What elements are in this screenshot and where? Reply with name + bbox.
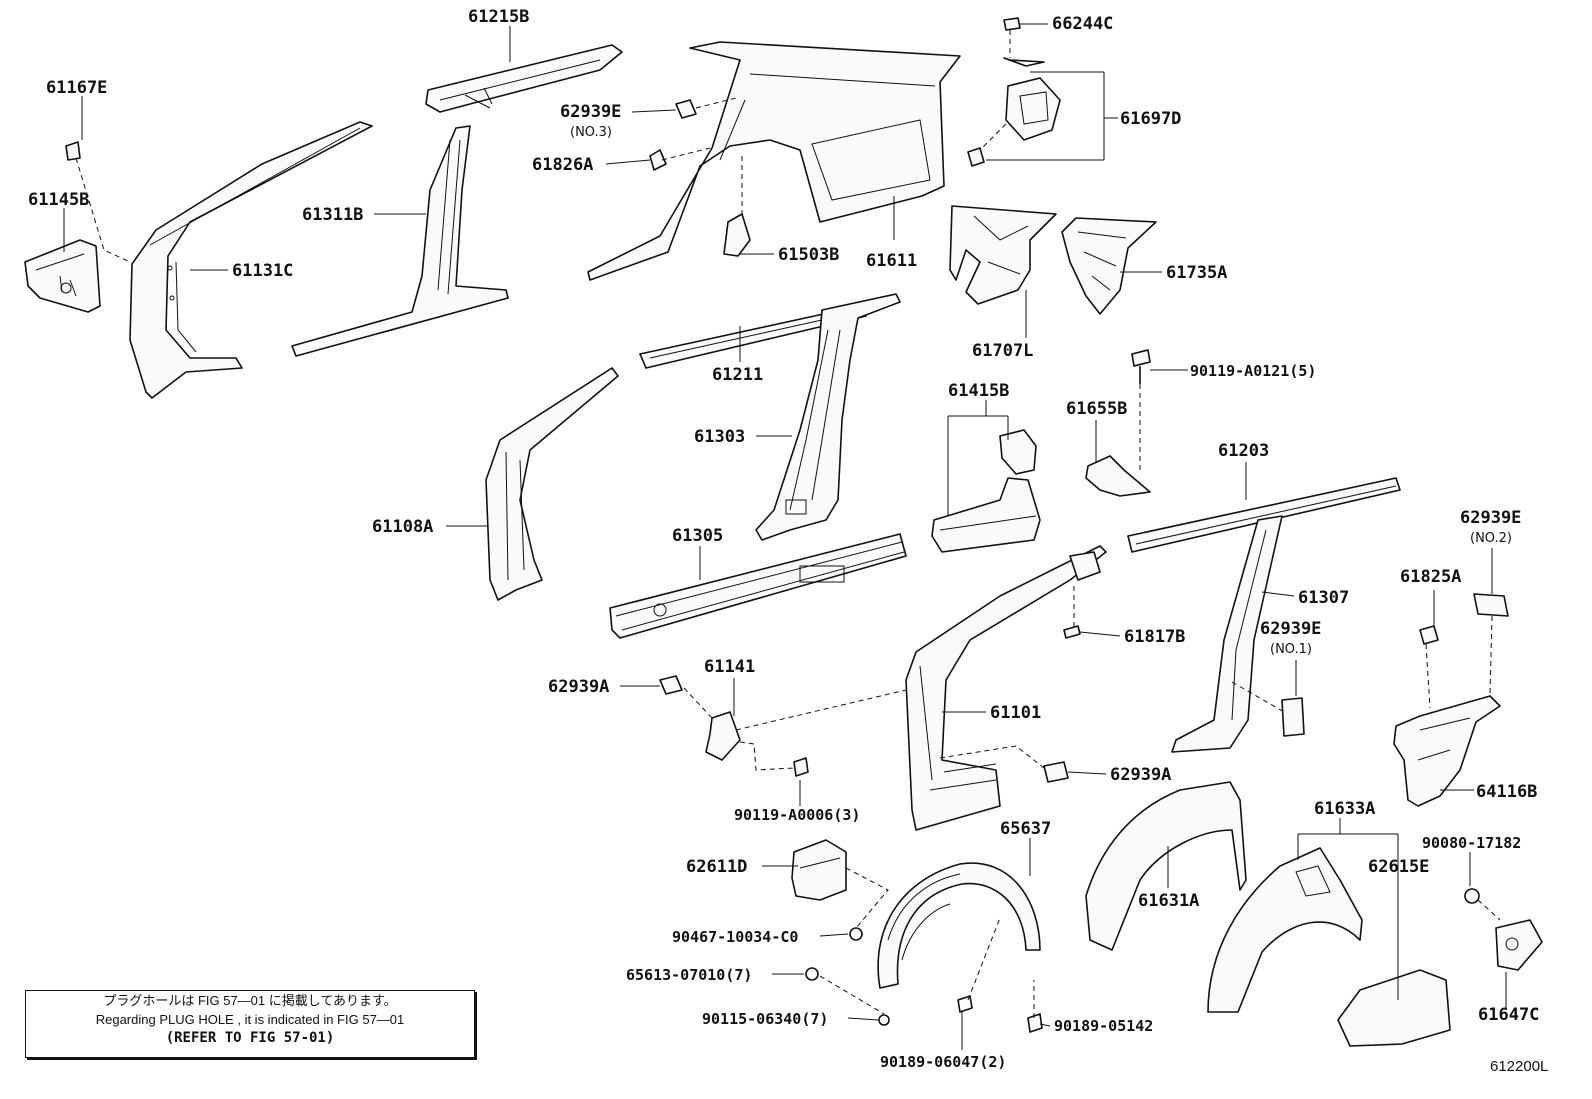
part-61101-drawing bbox=[905, 545, 1107, 831]
part-61108a-drawing bbox=[485, 367, 619, 601]
part-61415b-drawing bbox=[931, 429, 1041, 553]
part-61611-drawing bbox=[587, 41, 961, 281]
part-61141-drawing bbox=[705, 711, 741, 761]
label-65613: 65613-07010(7) bbox=[626, 966, 752, 984]
label-61817b: 61817B bbox=[1124, 627, 1185, 647]
part-61697d-drawing bbox=[967, 57, 1061, 167]
label-61825a: 61825A bbox=[1400, 567, 1461, 587]
part-61633a-drawing bbox=[1207, 847, 1363, 1013]
part-62939a-right-drawing bbox=[1043, 761, 1069, 783]
part-61131c-drawing bbox=[129, 121, 373, 399]
part-labels: 61215B 61167E 62939E (NO.3) 61826A 66244… bbox=[28, 7, 1539, 1071]
part-90189-05142-drawing bbox=[1027, 1013, 1043, 1033]
label-61415b: 61415B bbox=[948, 381, 1009, 401]
label-90189-06047: 90189-06047(2) bbox=[880, 1053, 1006, 1071]
part-90119-a0006-drawing bbox=[793, 757, 809, 777]
label-61203: 61203 bbox=[1218, 441, 1269, 461]
part-61707l-drawing bbox=[949, 205, 1057, 305]
part-62939e-no3-drawing bbox=[675, 99, 697, 119]
part-61303-drawing bbox=[755, 293, 901, 541]
label-61131c: 61131C bbox=[232, 261, 293, 281]
label-61647c: 61647C bbox=[1478, 1005, 1539, 1025]
label-62939e-no2: 62939E bbox=[1460, 508, 1521, 528]
label-64116b: 64116B bbox=[1476, 782, 1537, 802]
part-90080-17182-drawing bbox=[1464, 888, 1480, 904]
label-61611: 61611 bbox=[866, 251, 917, 271]
part-66244c-drawing bbox=[1003, 17, 1021, 31]
label-90080-17182: 90080-17182 bbox=[1422, 834, 1521, 852]
part-61647c-drawing bbox=[1495, 919, 1543, 971]
label-61145b: 61145B bbox=[28, 190, 89, 210]
part-62611d-drawing bbox=[791, 839, 847, 901]
label-61503b: 61503B bbox=[778, 245, 839, 265]
figure-code: 612200L bbox=[1490, 1058, 1549, 1075]
label-66244c: 66244C bbox=[1052, 14, 1113, 34]
label-61215b: 61215B bbox=[468, 7, 529, 27]
label-61633a: 61633A bbox=[1314, 799, 1375, 819]
label-62611d: 62611D bbox=[686, 857, 747, 877]
part-61655b-drawing bbox=[1085, 455, 1151, 497]
label-no3: (NO.3) bbox=[570, 125, 612, 140]
label-61108a: 61108A bbox=[372, 517, 433, 537]
part-61503b-drawing bbox=[723, 213, 751, 257]
part-64116b-drawing bbox=[1393, 695, 1501, 807]
part-90115-drawing bbox=[878, 1014, 890, 1026]
label-61141: 61141 bbox=[704, 657, 755, 677]
label-61101: 61101 bbox=[990, 703, 1041, 723]
label-61307: 61307 bbox=[1298, 588, 1349, 608]
part-65637-drawing bbox=[877, 862, 1041, 989]
part-61311b-drawing bbox=[291, 125, 509, 357]
label-65637: 65637 bbox=[1000, 819, 1051, 839]
note-line-japanese: プラグホールは FIG 57—01 に掲載してあります。 bbox=[103, 993, 397, 1008]
label-61631a: 61631A bbox=[1138, 891, 1199, 911]
part-90467-drawing bbox=[849, 927, 863, 941]
label-62939e-no3: 62939E bbox=[560, 102, 621, 122]
part-61826a-drawing bbox=[649, 149, 667, 171]
part-65613-drawing bbox=[805, 967, 819, 981]
part-61215b-drawing bbox=[425, 44, 623, 113]
part-62939e-no1-drawing bbox=[1281, 697, 1305, 737]
label-61303: 61303 bbox=[694, 427, 745, 447]
label-62615e: 62615E bbox=[1368, 857, 1429, 877]
label-no2: (NO.2) bbox=[1470, 531, 1512, 546]
label-90467: 90467-10034-C0 bbox=[672, 928, 798, 946]
part-90189-06047-drawing bbox=[957, 995, 973, 1013]
part-62939a-left-drawing bbox=[659, 675, 683, 695]
part-61817b-drawing bbox=[1063, 625, 1081, 639]
label-no1: (NO.1) bbox=[1270, 642, 1312, 657]
label-61697d: 61697D bbox=[1120, 109, 1181, 129]
part-61735a-drawing bbox=[1061, 217, 1157, 315]
leader-lines bbox=[63, 23, 1507, 1050]
part-61203-drawing bbox=[1127, 477, 1401, 553]
label-62939a-left: 62939A bbox=[548, 677, 609, 697]
label-90189-05142: 90189-05142 bbox=[1054, 1017, 1153, 1035]
label-61735a: 61735A bbox=[1166, 263, 1227, 283]
dashed-connectors bbox=[75, 30, 1501, 1018]
part-90119-a0121-drawing bbox=[1131, 349, 1151, 384]
note-line-english: Regarding PLUG HOLE , it is indicated in… bbox=[95, 1012, 405, 1027]
label-61167e: 61167E bbox=[46, 78, 107, 98]
part-62939e-no2-drawing bbox=[1473, 593, 1509, 617]
label-62939e-no1: 62939E bbox=[1260, 619, 1321, 639]
note-line-reference: (REFER TO FIG 57-01) bbox=[165, 1030, 335, 1046]
plug-hole-note: プラグホールは FIG 57—01 に掲載してあります。 Regarding P… bbox=[25, 990, 475, 1058]
part-61145b-drawing bbox=[24, 239, 101, 313]
label-62939a-right: 62939A bbox=[1110, 765, 1171, 785]
part-61305-drawing bbox=[609, 533, 907, 639]
label-61707l: 61707L bbox=[972, 341, 1033, 361]
label-61826a: 61826A bbox=[532, 155, 593, 175]
part-62615e-drawing bbox=[1337, 969, 1451, 1047]
part-61167e-drawing bbox=[65, 141, 81, 161]
label-61311b: 61311B bbox=[302, 205, 363, 225]
part-61631a-drawing bbox=[1085, 781, 1247, 951]
label-90115: 90115-06340(7) bbox=[702, 1010, 828, 1028]
label-61655b: 61655B bbox=[1066, 399, 1127, 419]
label-90119-a0121: 90119-A0121(5) bbox=[1190, 362, 1316, 380]
label-61211: 61211 bbox=[712, 365, 763, 385]
part-61307-drawing bbox=[1171, 515, 1283, 753]
part-61825a-drawing bbox=[1419, 625, 1439, 645]
label-90119-a0006: 90119-A0006(3) bbox=[734, 806, 860, 824]
label-61305: 61305 bbox=[672, 526, 723, 546]
